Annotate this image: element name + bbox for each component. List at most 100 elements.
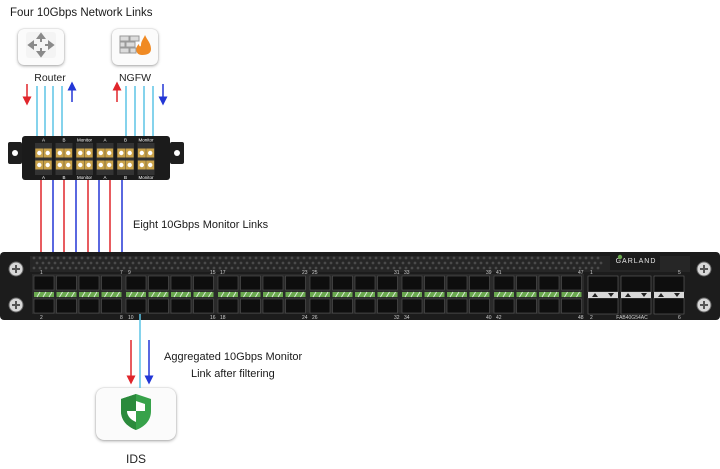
vent-hole xyxy=(77,261,81,265)
port-led-stripe xyxy=(433,291,437,298)
vent-hole xyxy=(350,266,354,270)
tap-coupler-core xyxy=(139,150,144,156)
vent-hole xyxy=(458,256,462,260)
vent-hole xyxy=(440,266,444,270)
port-led-stripe xyxy=(128,291,133,298)
tap-coupler-core xyxy=(45,162,50,168)
vent-hole xyxy=(194,266,198,270)
port-led-stripe xyxy=(392,291,396,298)
port-led-stripe xyxy=(318,291,323,298)
vent-hole xyxy=(458,266,462,270)
sfp-port xyxy=(285,275,306,291)
vent-hole xyxy=(293,261,297,265)
vent-hole xyxy=(257,261,261,265)
sfp-port xyxy=(193,275,214,291)
vent-hole xyxy=(443,261,447,265)
vent-hole xyxy=(251,261,255,265)
vent-hole xyxy=(596,256,600,260)
vent-hole xyxy=(512,256,516,260)
vent-hole xyxy=(533,261,537,265)
vent-hole xyxy=(107,261,111,265)
vent-hole xyxy=(59,261,63,265)
qsfp-arrow xyxy=(641,293,647,297)
port-number-bottom: 10 xyxy=(128,315,134,321)
vent-hole xyxy=(80,256,84,260)
vent-hole xyxy=(152,256,156,260)
vent-hole xyxy=(131,261,135,265)
vent-hole xyxy=(164,266,168,270)
ids-label: IDS xyxy=(125,452,146,466)
qsfp-led xyxy=(621,292,651,298)
vent-hole xyxy=(413,261,417,265)
port-number-bottom: 16 xyxy=(210,315,216,321)
vent-hole xyxy=(374,266,378,270)
vent-hole xyxy=(440,256,444,260)
sfp-port xyxy=(424,298,445,314)
ngfw-direction-arrows xyxy=(112,81,168,106)
port-led-stripe xyxy=(202,291,206,298)
port-led-stripe xyxy=(163,291,167,298)
vent-hole xyxy=(116,266,120,270)
vent-hole xyxy=(503,261,507,265)
qsfp-port xyxy=(620,275,652,293)
vent-hole xyxy=(356,266,360,270)
vent-hole xyxy=(371,261,375,265)
vent-hole xyxy=(44,266,48,270)
vent-hole xyxy=(68,256,72,260)
vent-hole xyxy=(398,256,402,260)
vent-hole xyxy=(119,261,123,265)
tap-coupler-core xyxy=(127,162,132,168)
port-number-bottom: 42 xyxy=(496,315,502,321)
tap-bottom-label: Monitor xyxy=(77,175,93,180)
vent-hole xyxy=(290,266,294,270)
sfp-port xyxy=(240,298,261,314)
vent-hole xyxy=(47,261,51,265)
sfp-port xyxy=(170,298,192,314)
vent-hole xyxy=(416,266,420,270)
vent-hole xyxy=(302,256,306,260)
port-number-bottom: 2 xyxy=(590,315,593,321)
vent-hole xyxy=(284,256,288,260)
vent-hole xyxy=(218,256,222,260)
firewall-icon xyxy=(118,33,152,62)
vent-hole xyxy=(518,256,522,260)
vent-hole xyxy=(74,266,78,270)
vent-hole xyxy=(389,261,393,265)
vent-hole xyxy=(167,261,171,265)
vent-hole xyxy=(548,266,552,270)
vent-hole xyxy=(368,266,372,270)
tap-bottom-label: B xyxy=(62,175,65,180)
vent-hole xyxy=(419,261,423,265)
tap-coupler-core xyxy=(119,162,124,168)
aggregated-label-line1: Aggregated 10Gbps Monitor xyxy=(164,351,303,363)
port-led-stripe xyxy=(347,291,351,298)
vent-hole xyxy=(224,256,228,260)
ids-card xyxy=(96,388,176,440)
vent-hole xyxy=(332,256,336,260)
vent-hole xyxy=(494,256,498,260)
vent-hole xyxy=(242,256,246,260)
tap-module xyxy=(55,143,73,175)
port-led-stripe xyxy=(484,291,488,298)
vent-hole xyxy=(92,256,96,260)
sfp-port xyxy=(170,275,192,291)
qsfp-port xyxy=(587,275,619,293)
vent-hole xyxy=(206,266,210,270)
vent-hole xyxy=(401,261,405,265)
qsfp-arrow xyxy=(592,293,598,297)
vent-hole xyxy=(596,266,600,270)
port-led-stripe xyxy=(502,291,507,298)
port-led-stripe xyxy=(179,291,184,298)
vent-hole xyxy=(161,261,165,265)
vent-hole xyxy=(74,256,78,260)
vent-hole xyxy=(122,266,126,270)
tap-coupler-core xyxy=(66,162,71,168)
vent-hole xyxy=(170,256,174,260)
vent-hole xyxy=(278,256,282,260)
vent-hole xyxy=(590,256,594,260)
port-number-top: 33 xyxy=(404,270,410,276)
vent-hole xyxy=(98,256,102,260)
port-led-stripe xyxy=(461,291,466,298)
port-number-top: 15 xyxy=(210,270,216,276)
